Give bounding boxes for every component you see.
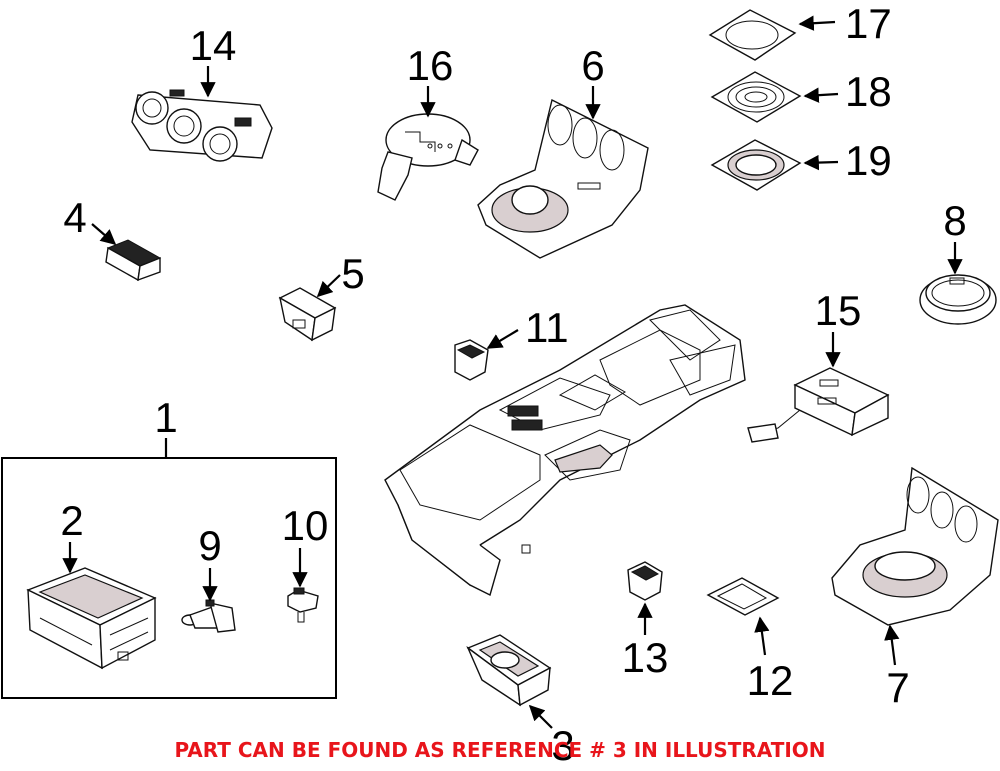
leader-12 — [754, 616, 770, 656]
callout-17: 17 — [845, 0, 892, 47]
part-9-sensor — [181, 599, 236, 633]
leader-5 — [316, 274, 341, 298]
callout-8: 8 — [943, 197, 966, 244]
callout-3: 3 — [551, 722, 574, 769]
part-17-gasket — [708, 9, 797, 61]
leader-18 — [803, 87, 839, 103]
part-19-gasket — [710, 139, 802, 191]
callout-9: 9 — [198, 522, 221, 569]
callout-6: 6 — [581, 42, 604, 89]
leader-19 — [803, 154, 839, 171]
leader-7 — [884, 624, 900, 666]
leader-4 — [91, 223, 117, 246]
callout-14: 14 — [190, 22, 237, 69]
leader-11 — [486, 329, 519, 349]
part-12-cover-plate — [706, 577, 780, 616]
callout-4: 4 — [63, 194, 86, 241]
part-5-insert — [278, 287, 337, 342]
part-center-console-body — [384, 304, 746, 597]
callout-13: 13 — [622, 634, 669, 681]
callout-11: 11 — [525, 304, 569, 351]
reference-note: PART CAN BE FOUND AS REFERENCE # 3 IN IL… — [174, 738, 826, 762]
callout-15: 15 — [815, 287, 862, 334]
callout-19: 19 — [845, 137, 892, 184]
part-6-shift-trim-panel — [477, 98, 649, 259]
part-14-climate-control-panel — [131, 89, 273, 162]
callout-2: 2 — [60, 497, 83, 544]
part-10-bulb-socket — [287, 587, 319, 623]
part-16-shift-indicator-bezel — [377, 113, 479, 201]
part-2-ashtray-housing — [26, 567, 157, 670]
part-11-switch — [454, 339, 489, 381]
callout-12: 12 — [747, 657, 794, 704]
callout-16: 16 — [407, 42, 454, 89]
assembly-box — [1, 457, 337, 699]
part-4-switch — [105, 239, 162, 282]
part-15-control-module — [747, 367, 890, 443]
callout-10: 10 — [282, 502, 329, 549]
part-3-ashtray-insert — [466, 634, 552, 707]
leader-3 — [528, 704, 553, 729]
part-8-trim-ring — [919, 274, 997, 325]
part-18-shift-boot — [710, 71, 802, 123]
part-7-shift-trim-panel — [831, 466, 999, 626]
leader-17 — [798, 15, 836, 31]
callout-5: 5 — [341, 250, 364, 297]
callout-18: 18 — [845, 68, 892, 115]
callout-7: 7 — [886, 664, 909, 711]
part-13-switch — [627, 561, 663, 601]
callout-1: 1 — [154, 394, 177, 441]
